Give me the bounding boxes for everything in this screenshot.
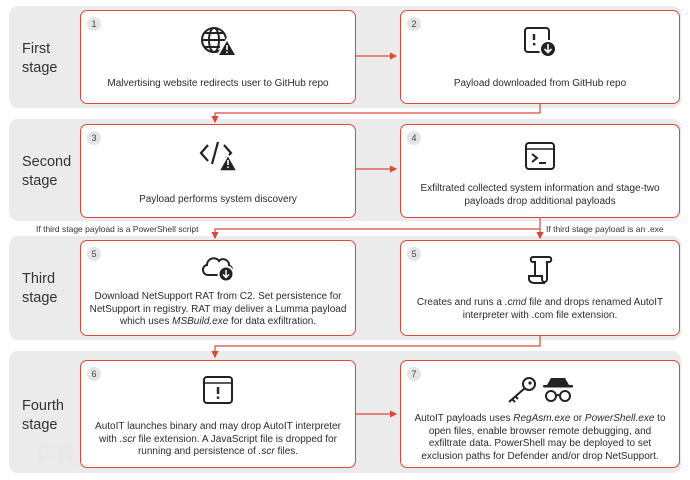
step-card-2: 2 Payload downloaded from GitHub repo	[400, 10, 680, 104]
step-number: 5	[407, 247, 421, 261]
download-icon	[522, 25, 558, 64]
alert-window-icon	[202, 375, 234, 410]
step-number: 4	[407, 131, 421, 145]
step-text: AutoIT launches binary and may drop Auto…	[95, 421, 341, 457]
step-number: 2	[407, 17, 421, 31]
terminal-icon	[524, 141, 556, 176]
step-text: Exfiltrated collected system information…	[420, 183, 660, 207]
step-number: 5	[87, 247, 101, 261]
step-card-5-powershell: 5 Download NetSupport RAT from C2. Set p…	[80, 240, 356, 336]
step-text: Download NetSupport RAT from C2. Set per…	[89, 291, 347, 327]
stage-label-fourth: Fourth stage	[22, 398, 64, 433]
step-number: 6	[87, 367, 101, 381]
key-spy-icon	[503, 375, 577, 410]
step-card-3: 3 Payload performs system discovery	[80, 124, 356, 218]
globe-warning-icon	[198, 23, 239, 64]
step-text: Payload performs system discovery	[139, 194, 297, 205]
code-warning-icon	[198, 139, 239, 178]
step-text: Payload downloaded from GitHub repo	[453, 78, 627, 89]
branch-label-left: If third stage payload is a PowerShell s…	[36, 224, 199, 234]
cloud-download-icon	[199, 251, 237, 288]
stage-label-third: Third stage	[22, 271, 58, 306]
step-number: 1	[87, 17, 101, 31]
step-text: Malvertising website redirects user to G…	[107, 78, 329, 89]
step-card-5-exe: 5 Creates and runs a .cmd file and drops…	[400, 240, 680, 336]
arrow-2-to-3	[211, 103, 541, 124]
script-icon	[525, 253, 555, 290]
arrow-5-to-6	[211, 333, 541, 359]
step-text: Creates and runs a .cmd file and drops r…	[416, 297, 664, 321]
step-card-4: 4 Exfiltrated collected system informati…	[400, 124, 680, 218]
stage-label-first: First stage	[22, 41, 58, 76]
step-text: AutoIT payloads uses RegAsm.exe or Power…	[414, 413, 666, 462]
step-card-7: 7 AutoIT payloads uses RegAsm.exe or Pow…	[400, 360, 680, 468]
arrow-4-to-5-left	[211, 217, 541, 240]
step-number: 3	[87, 131, 101, 145]
step-number: 7	[407, 367, 421, 381]
stage-label-second: Second stage	[22, 154, 72, 189]
step-card-6: 6 AutoIT launches binary and may drop Au…	[80, 360, 356, 468]
branch-label-right: If third stage payload is an .exe	[546, 224, 664, 234]
step-card-1: 1 Malvertising website redirects user to…	[80, 10, 356, 104]
